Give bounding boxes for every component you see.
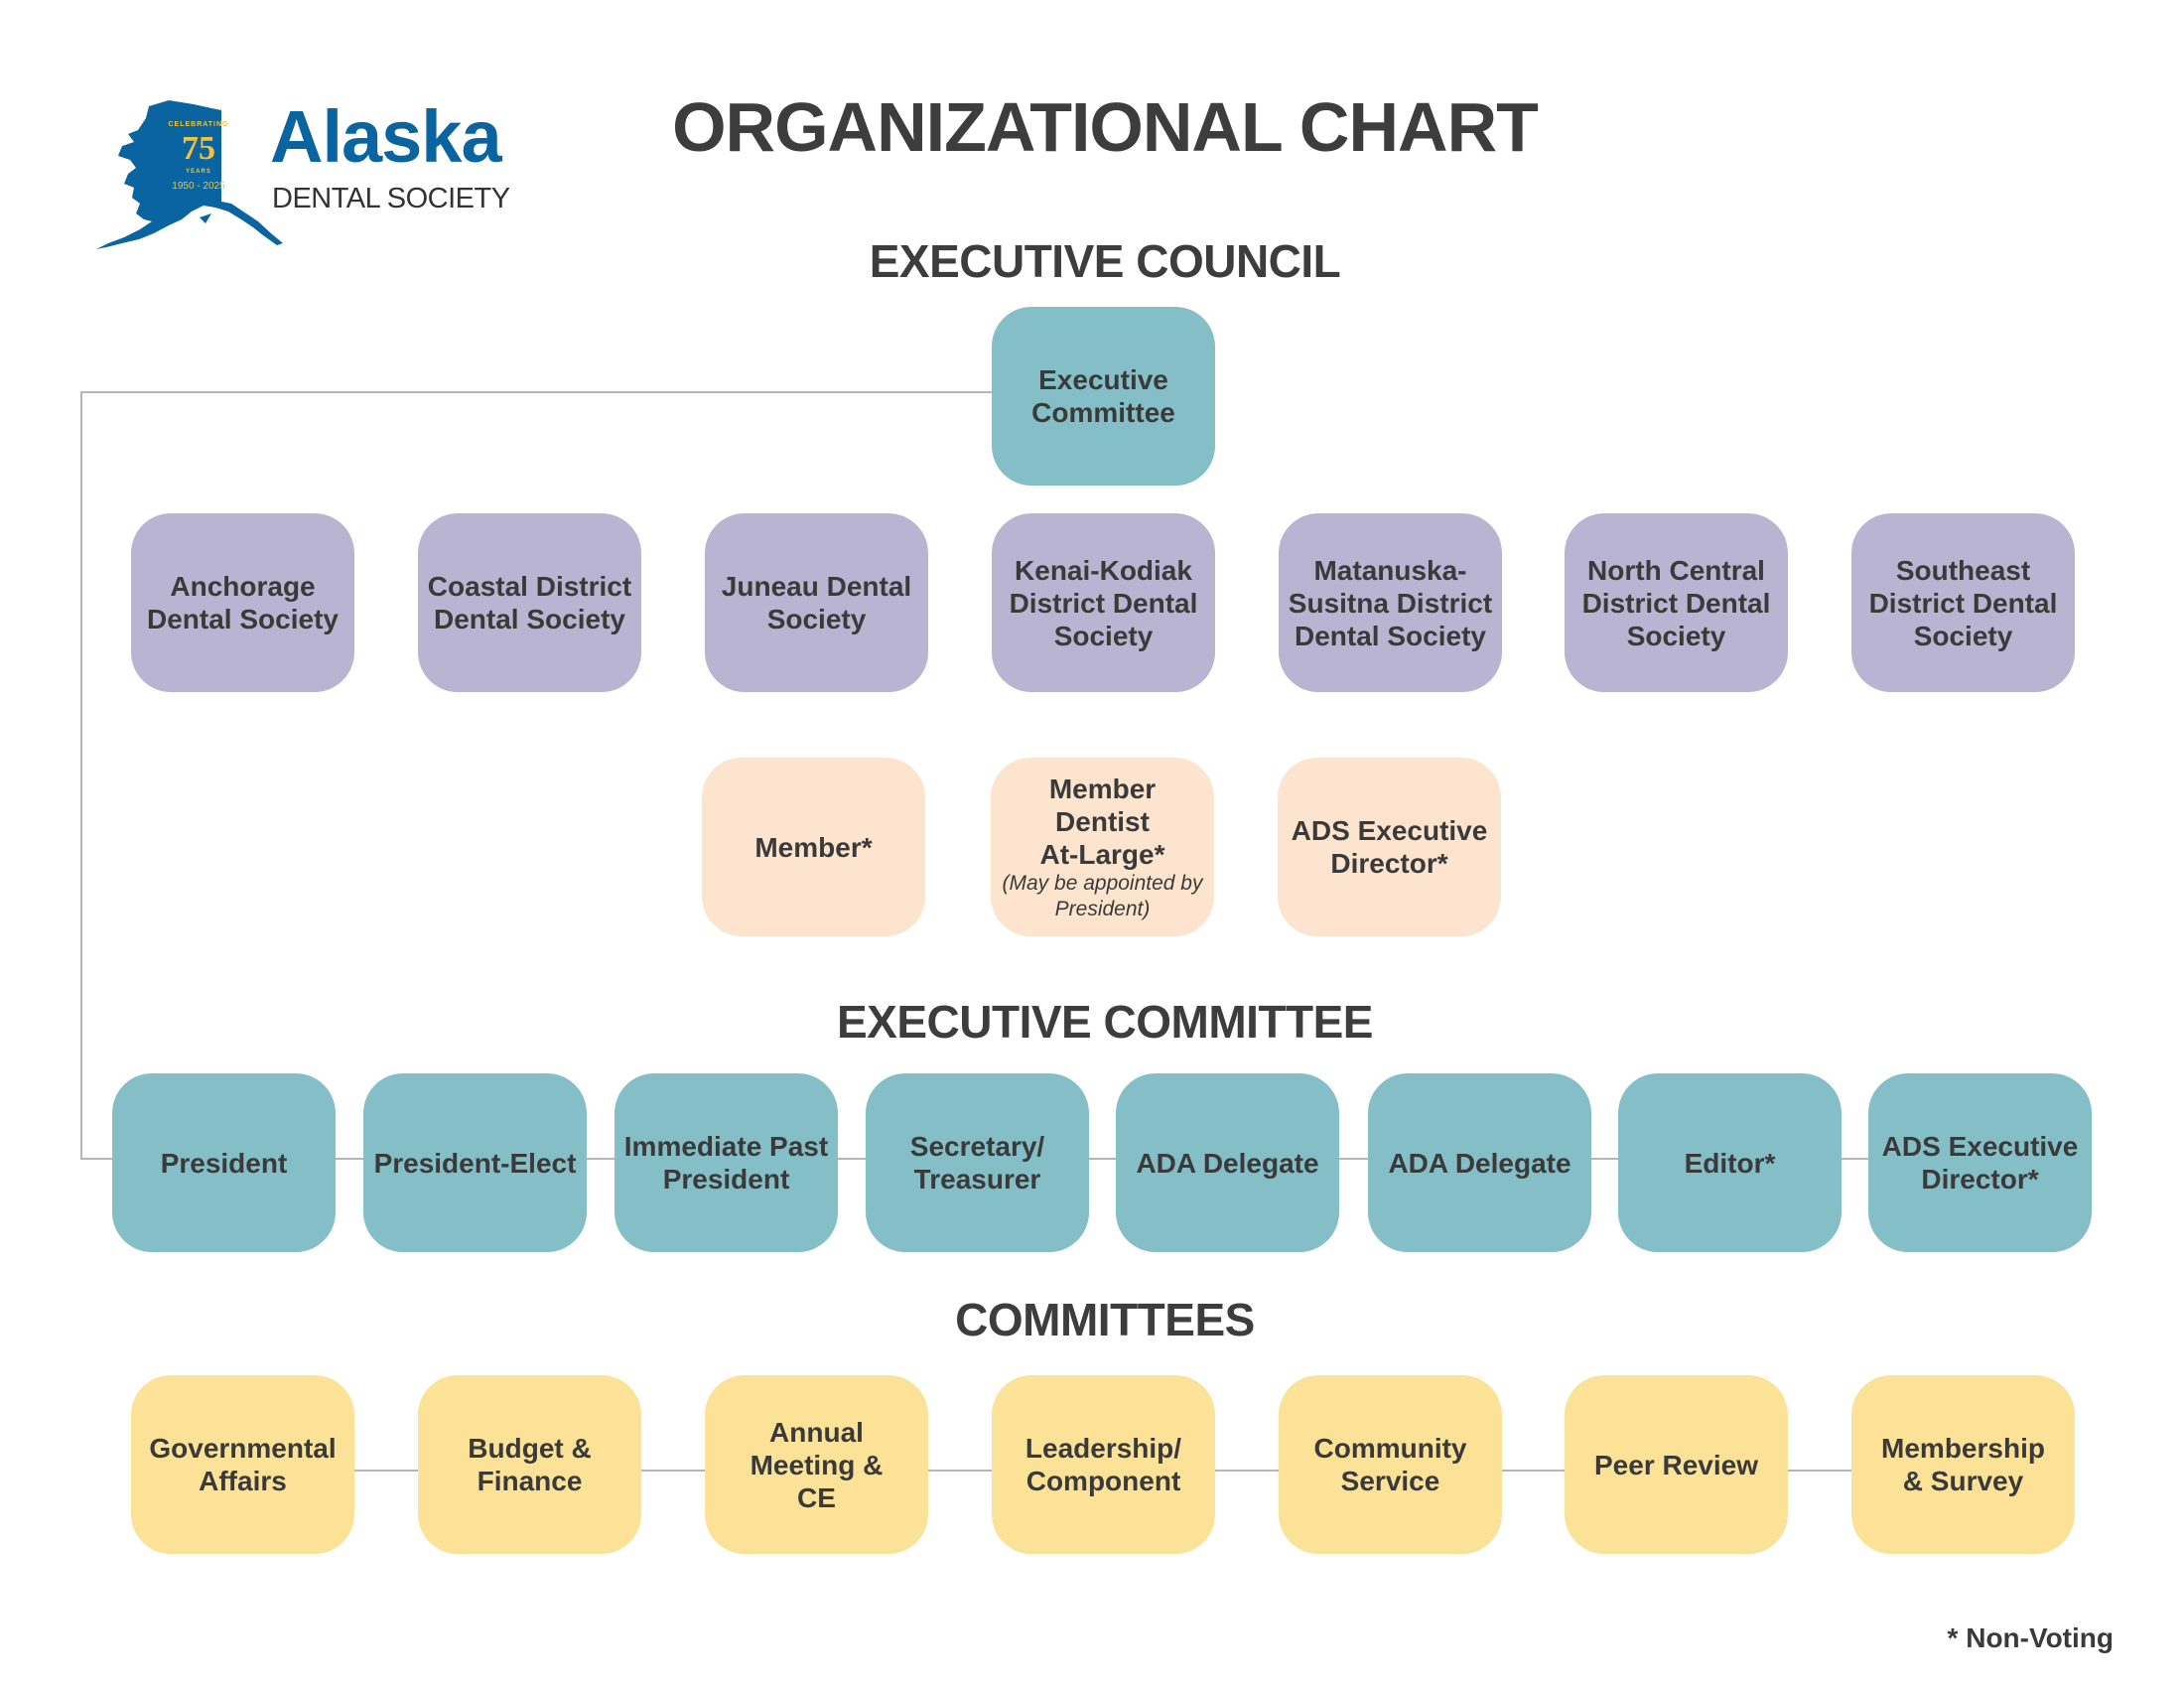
officer-box: Immediate Past President [614, 1073, 838, 1252]
officer-box: ADA Delegate [1116, 1073, 1339, 1252]
badge-unit: YEARS [186, 169, 211, 175]
anniversary-badge: CELEBRATING 75 YEARS 1950 - 2025 [154, 120, 243, 193]
box-label: Member* [754, 831, 873, 863]
box-label: Anchorage Dental Society [147, 571, 339, 634]
component-box: Coastal District Dental Society [418, 513, 641, 692]
box-label: Kenai-Kodiak District Dental Society [1009, 554, 1198, 651]
officer-box: President-Elect [363, 1073, 587, 1252]
box-label: Membership & Survey [1881, 1433, 2045, 1496]
officer-box: ADS Executive Director* [1868, 1073, 2092, 1252]
heading-committees: COMMITTEES [955, 1294, 1255, 1345]
officer-box: Editor* [1618, 1073, 1842, 1252]
box-label: ADS Executive Director* [1881, 1131, 2079, 1195]
box-label: Member Dentist At-Large* [1039, 773, 1165, 870]
badge-number: 75 [182, 130, 215, 167]
page-title: ORGANIZATIONAL CHART [672, 88, 1539, 166]
connector-left-vertical [80, 392, 82, 1160]
officer-box: ADA Delegate [1368, 1073, 1591, 1252]
box-label: ADA Delegate [1388, 1147, 1571, 1179]
box-label: Community Service [1313, 1433, 1467, 1496]
heading-executive-council: EXECUTIVE COUNCIL [869, 235, 1341, 287]
component-box: North Central District Dental Society [1565, 513, 1788, 692]
ads-executive-director-box: ADS Executive Director* [1278, 758, 1501, 936]
logo-name: Alaska [270, 95, 502, 178]
committee-box: Governmental Affairs [131, 1375, 354, 1554]
box-label: Juneau Dental Society [721, 571, 912, 634]
box-label: Executive Committee [1031, 364, 1175, 428]
committee-box: Community Service [1279, 1375, 1502, 1554]
committee-box: Budget & Finance [418, 1375, 641, 1554]
alaska-map-icon [96, 100, 283, 249]
logo: CELEBRATING 75 YEARS 1950 - 2025 [94, 94, 283, 253]
logo-subtitle: DENTAL SOCIETY [272, 183, 510, 214]
executive-committee-box: Executive Committee [992, 307, 1215, 486]
badge-years: 1950 - 2025 [172, 181, 225, 192]
badge-top: CELEBRATING [168, 121, 229, 128]
box-label: Budget & Finance [468, 1433, 592, 1496]
component-box: Anchorage Dental Society [131, 513, 354, 692]
officer-box: Secretary/ Treasurer [866, 1073, 1089, 1252]
component-box: Southeast District Dental Society [1851, 513, 2075, 692]
box-label: Southeast District Dental Society [1868, 554, 2058, 651]
committee-box: Membership & Survey [1851, 1375, 2075, 1554]
committee-box: Annual Meeting & CE [705, 1375, 928, 1554]
box-label: President-Elect [373, 1147, 577, 1179]
box-note: (May be appointed by President) [1002, 871, 1203, 920]
member-dentist-at-large-box: Member Dentist At-Large* (May be appoint… [991, 758, 1214, 936]
box-label: Peer Review [1594, 1449, 1758, 1480]
box-label: ADS Executive Director* [1291, 815, 1488, 879]
box-label: Editor* [1684, 1147, 1776, 1179]
box-label: Leadership/ Component [1024, 1433, 1182, 1496]
non-voting-footnote: * Non-Voting [1947, 1622, 2114, 1653]
component-box: Juneau Dental Society [705, 513, 928, 692]
member-box: Member* [702, 758, 925, 936]
component-box: Kenai-Kodiak District Dental Society [992, 513, 1215, 692]
box-label: ADA Delegate [1136, 1147, 1319, 1179]
box-label: Immediate Past President [623, 1131, 829, 1195]
officer-box: President [112, 1073, 336, 1252]
box-label: Matanuska-Susitna District Dental Societ… [1288, 554, 1493, 651]
box-label: Secretary/ Treasurer [909, 1131, 1045, 1195]
box-label: North Central District Dental Society [1581, 554, 1771, 651]
box-label: Annual Meeting & CE [750, 1416, 884, 1513]
component-box: Matanuska-Susitna District Dental Societ… [1279, 513, 1502, 692]
box-label: Coastal District Dental Society [427, 571, 632, 634]
box-label: Governmental Affairs [149, 1433, 337, 1496]
connector-top-horizontal [80, 391, 994, 393]
heading-executive-committee: EXECUTIVE COMMITTEE [837, 996, 1373, 1048]
committee-box: Peer Review [1565, 1375, 1788, 1554]
committee-box: Leadership/ Component [992, 1375, 1215, 1554]
box-label: President [160, 1147, 288, 1179]
